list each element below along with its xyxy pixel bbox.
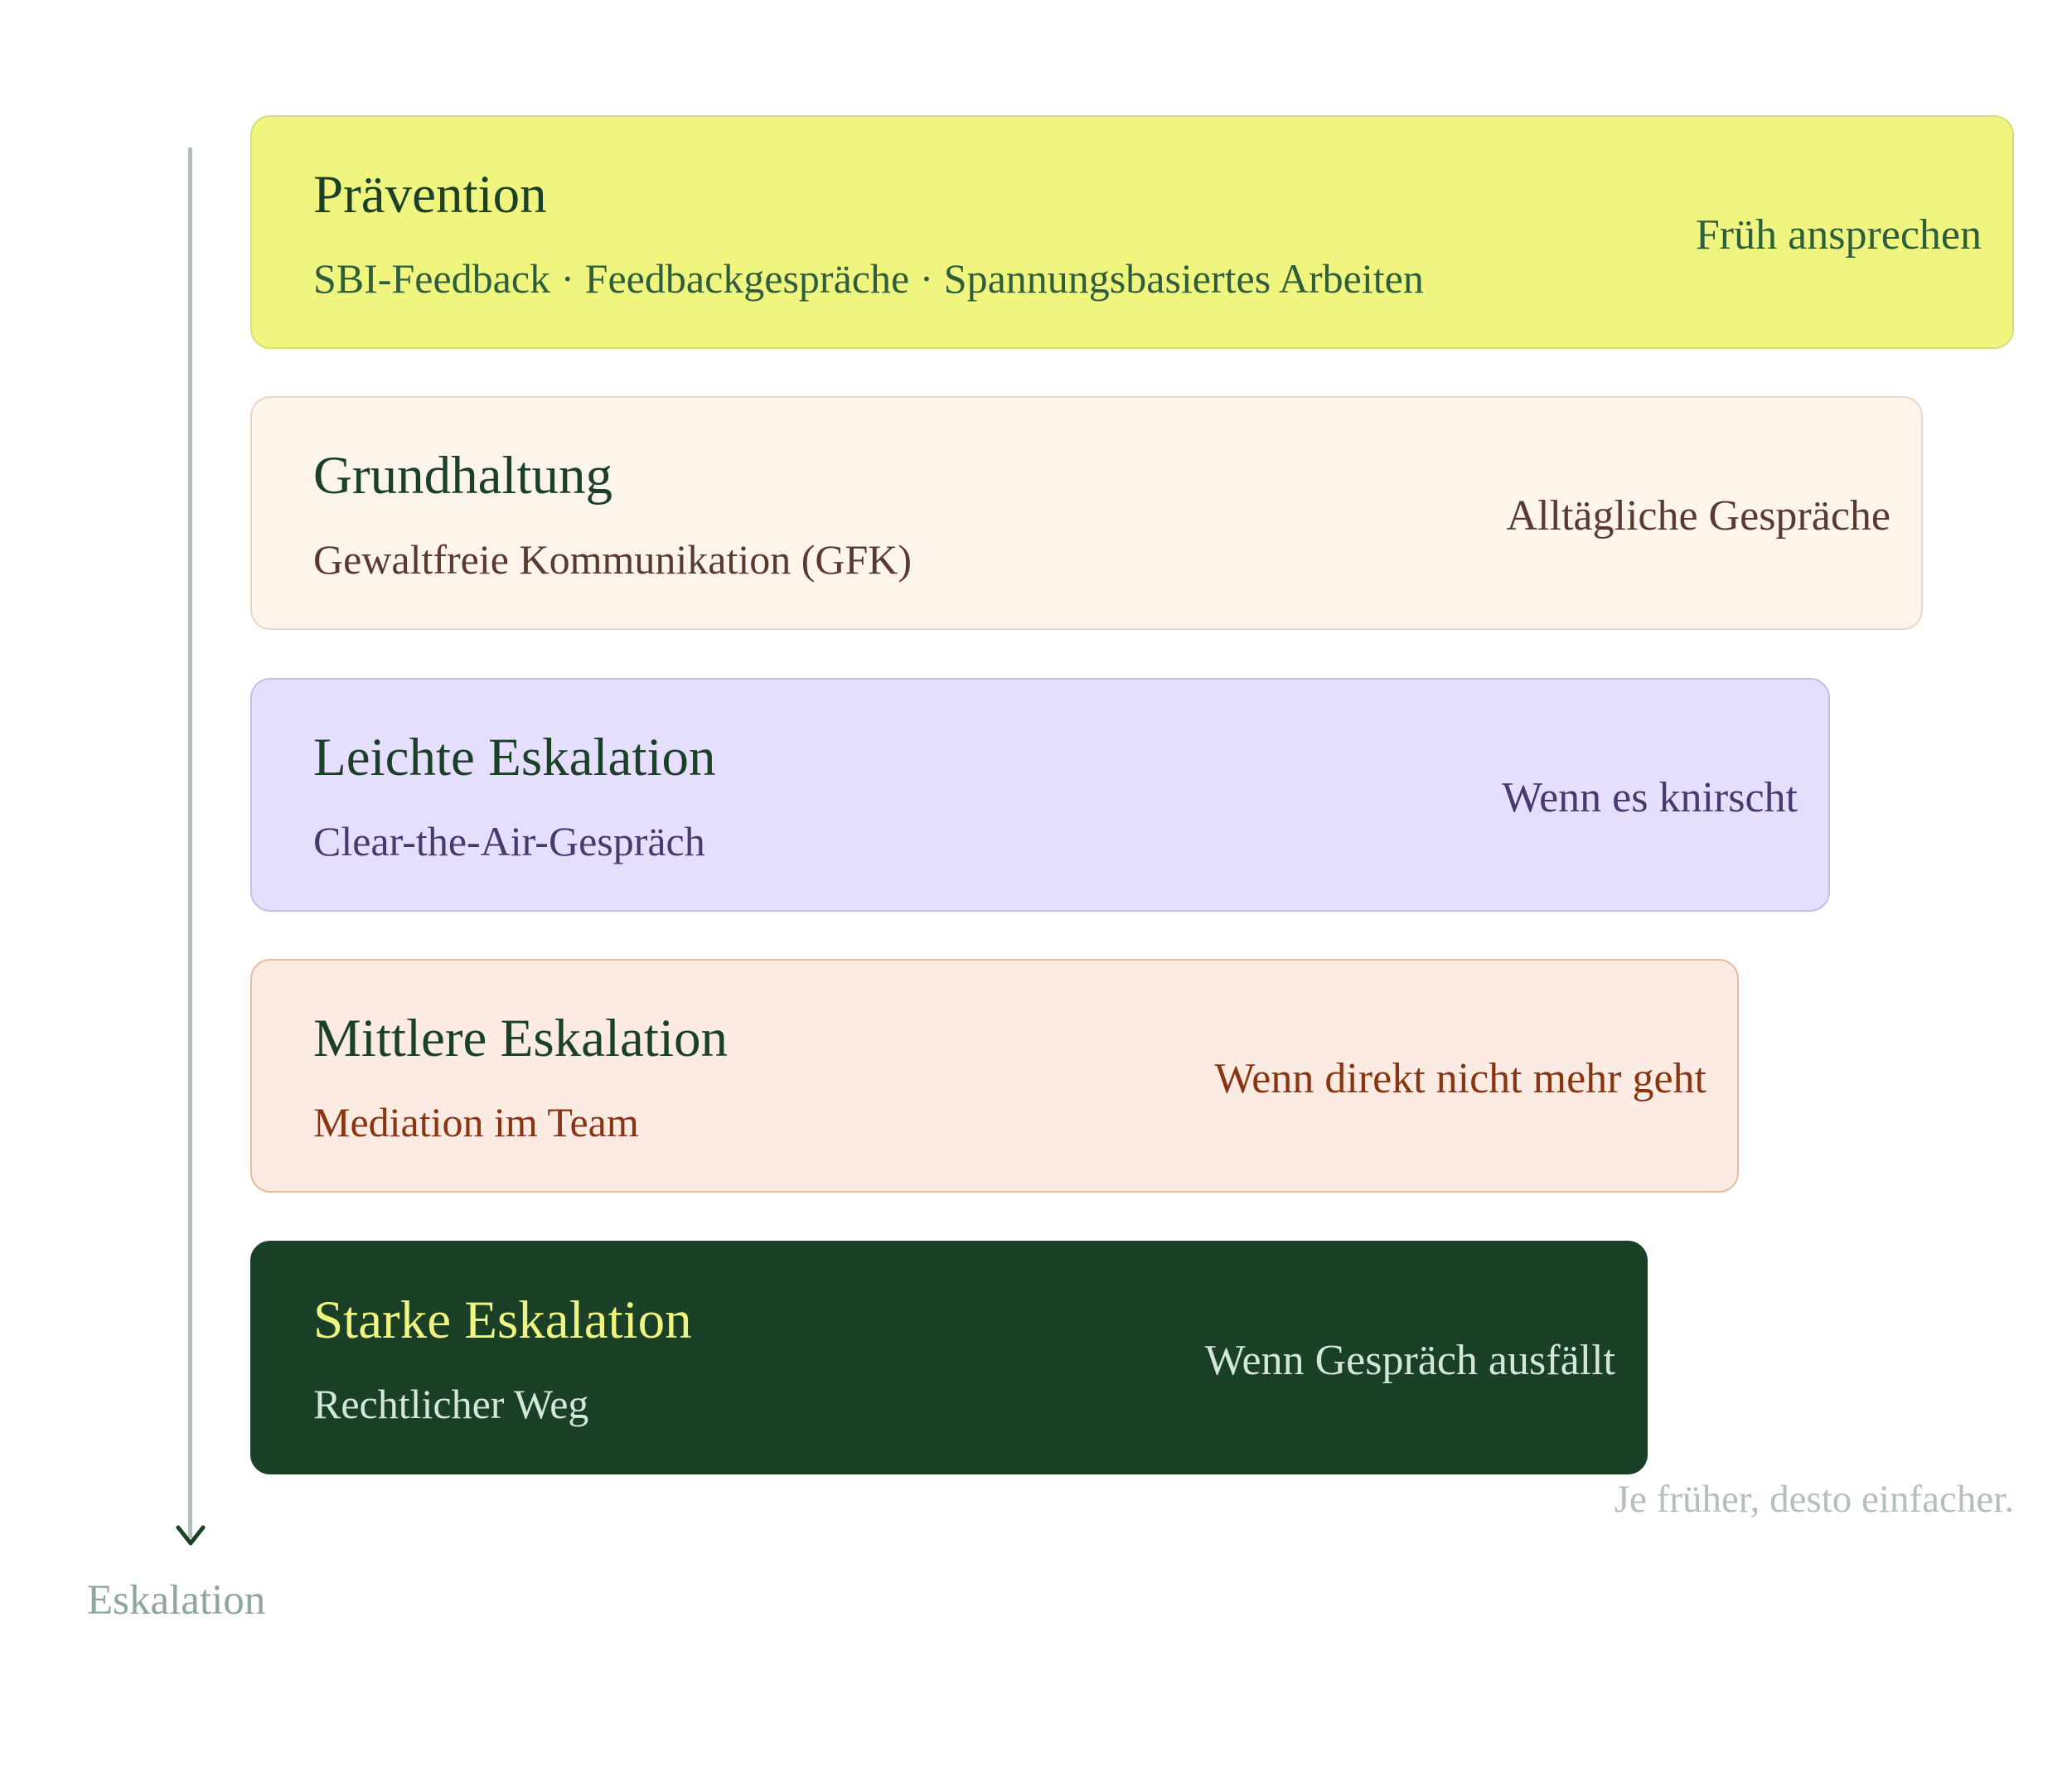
stage-trigger: Alltägliche Gespräche — [1506, 492, 1890, 540]
arrow-down-icon — [176, 1525, 206, 1546]
stage-title: Leichte Eskalation — [313, 728, 716, 787]
stage-methods: Clear-the-Air-Gespräch — [313, 818, 705, 864]
stage-leichte-eskalation: Leichte Eskalation Clear-the-Air-Gespräc… — [250, 678, 1830, 912]
stage-starke-eskalation: Starke Eskalation Rechtlicher Weg Wenn G… — [250, 1241, 1648, 1474]
stage-trigger: Früh ansprechen — [1695, 211, 1982, 259]
stage-methods: Mediation im Team — [313, 1099, 639, 1145]
stage-title: Mittlere Eskalation — [313, 1009, 729, 1068]
stage-methods: Rechtlicher Weg — [313, 1381, 589, 1427]
stage-methods: SBI-Feedback · Feedbackgespräche · Spann… — [313, 255, 1424, 302]
stage-praevention: Prävention SBI-Feedback · Feedbackgesprä… — [250, 115, 2014, 349]
escalation-axis-label: Eskalation — [87, 1577, 266, 1624]
stage-title: Grundhaltung — [313, 446, 613, 506]
escalation-axis-line — [188, 148, 192, 1538]
stage-title: Prävention — [313, 165, 547, 225]
stage-trigger: Wenn es knirscht — [1502, 774, 1798, 821]
stage-trigger: Wenn Gespräch ausfällt — [1204, 1337, 1615, 1384]
stage-mittlere-eskalation: Mittlere Eskalation Mediation im Team We… — [250, 959, 1739, 1193]
stage-title: Starke Eskalation — [313, 1290, 692, 1350]
stage-methods: Gewaltfreie Kommunikation (GFK) — [313, 536, 913, 583]
stage-grundhaltung: Grundhaltung Gewaltfreie Kommunikation (… — [250, 396, 1923, 630]
stage-trigger: Wenn direkt nicht mehr geht — [1214, 1055, 1706, 1102]
footnote: Je früher, desto einfacher. — [1614, 1478, 2014, 1521]
